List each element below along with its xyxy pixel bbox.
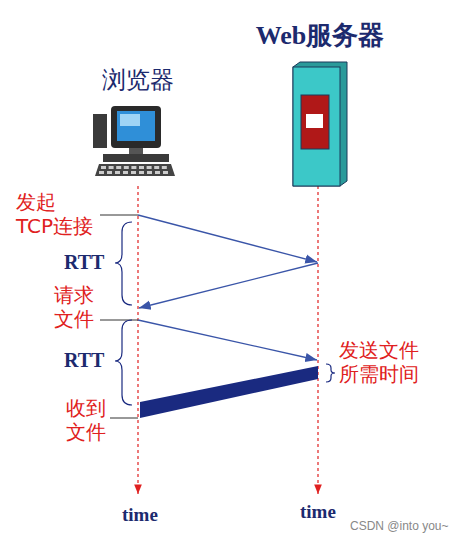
server-icon — [292, 61, 348, 187]
leader-line — [110, 418, 138, 419]
rtt-label: RTT — [64, 250, 104, 274]
host-name: Web服务器 — [241, 18, 399, 53]
file-transfer-bar — [140, 366, 318, 418]
leader-line — [100, 215, 138, 216]
bracket — [326, 364, 335, 382]
message-arrow — [138, 215, 317, 262]
axis-label: time — [122, 503, 158, 527]
leader-line — [100, 320, 138, 321]
rtt-label: RTT — [64, 348, 104, 372]
bracket — [115, 222, 132, 305]
message-arrow — [138, 320, 317, 360]
step-label: 发送文件 所需时间 — [339, 338, 419, 386]
browser-host: 浏览器 — [84, 64, 192, 180]
server-host: Web服务器 — [241, 18, 399, 187]
timeline — [317, 186, 318, 494]
timeline — [137, 186, 138, 494]
message-arrow — [139, 263, 318, 308]
step-label: 请求 文件 — [54, 283, 94, 331]
bracket — [115, 320, 132, 405]
step-label: 发起 TCP连接 — [16, 190, 93, 238]
watermark: CSDN @into you~ — [350, 514, 449, 538]
axis-label: time — [300, 500, 336, 524]
step-label: 收到 文件 — [66, 396, 106, 444]
computer-icon — [93, 104, 177, 180]
host-name: 浏览器 — [84, 64, 192, 96]
